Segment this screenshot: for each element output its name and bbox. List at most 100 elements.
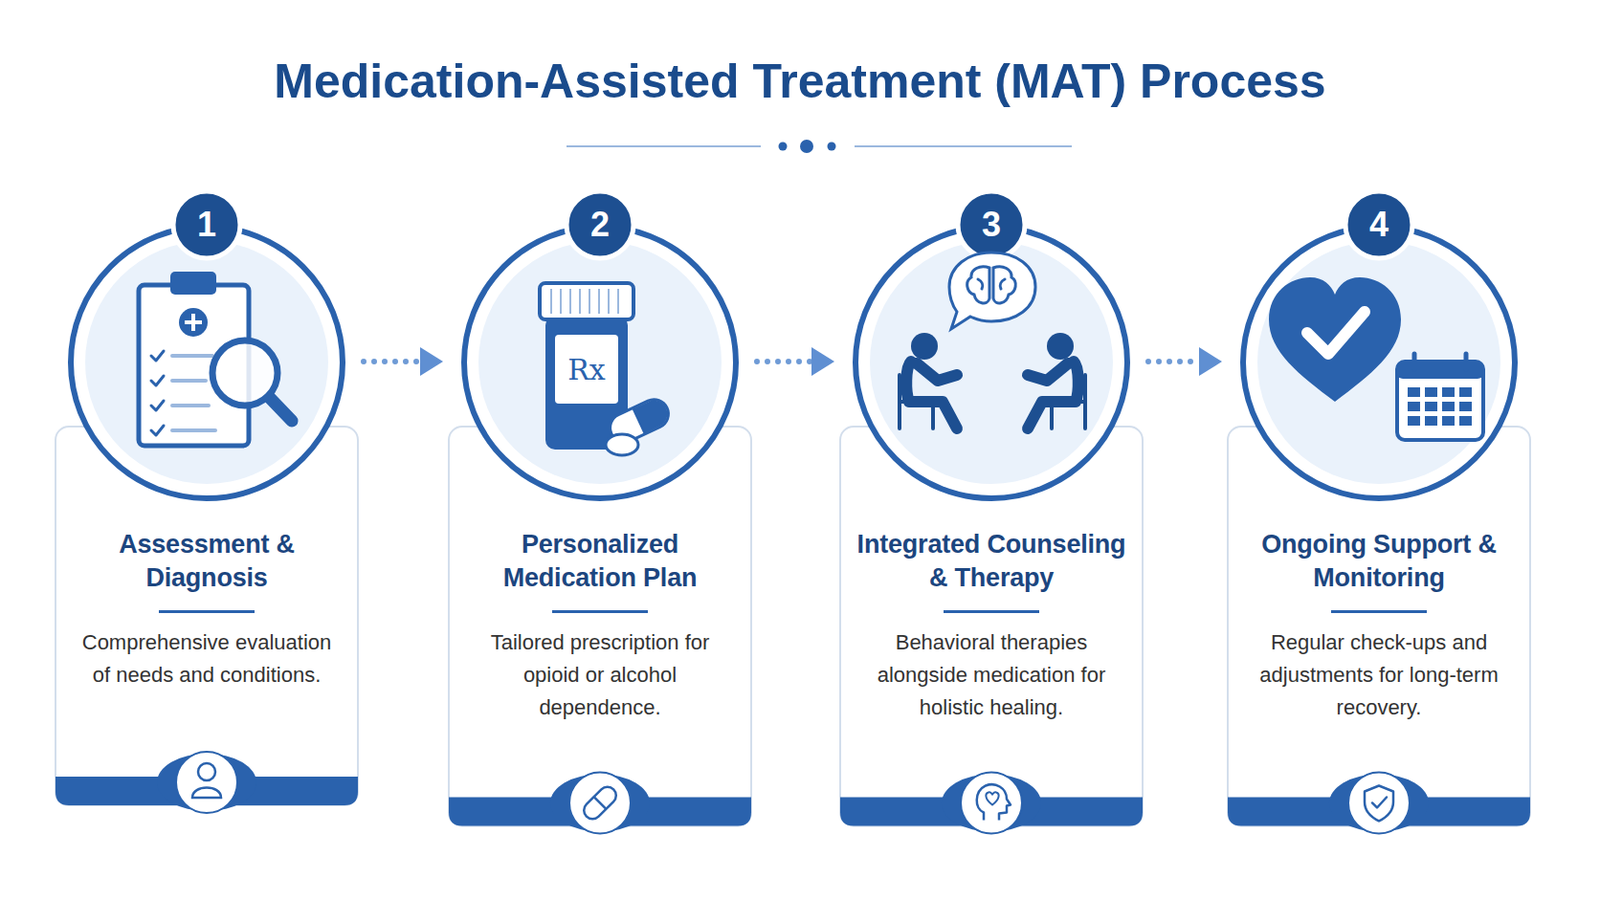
clipboard-icon-part: [184, 313, 202, 332]
icon-circle-part: [70, 226, 343, 499]
pill-bottle-icon-part-part: [559, 288, 562, 314]
flow-arrow: [1148, 358, 1200, 365]
step-card: 1Assessment & DiagnosisComprehensive eva…: [55, 186, 358, 806]
pill-bottle-icon-part-part: [569, 288, 572, 314]
prescription-symbol: Rx: [567, 353, 606, 387]
title-ornament-part: [800, 139, 814, 154]
step-description: Tailored prescription for opioid or alco…: [472, 626, 728, 725]
step-card: 3Integrated Counseling & TherapyBehavior…: [840, 186, 1143, 826]
pill-bottle-icon-part-part: [617, 288, 620, 314]
pill-bottle-icon-part-part: [607, 288, 610, 314]
counseling-icon-part: [911, 333, 938, 360]
card-footer-part: [985, 792, 999, 805]
clipboard-icon-part-part: [172, 354, 213, 358]
card-footer-part: [198, 763, 216, 781]
clipboard-icon-part-part: [172, 378, 206, 383]
card-footer-part: [1372, 797, 1387, 808]
step-description: Regular check-ups and adjustments for lo…: [1251, 626, 1507, 725]
flow-arrow: [363, 358, 421, 365]
card-footer: [448, 772, 752, 834]
icon-circle-part: [1257, 241, 1501, 485]
number-badge: [173, 191, 1413, 259]
heart-calendar-icon-part: [1464, 354, 1469, 370]
clipboard-icon-part-part: [151, 351, 164, 361]
clipboard-icon-part-part: [151, 400, 164, 411]
pill-bottle-icon-part-part: [633, 396, 672, 433]
step-heading: Integrated Counseling & Therapy: [847, 528, 1135, 596]
number-badge-part: [566, 191, 634, 259]
pill-bottle-icon-part: [551, 288, 619, 314]
counseling-icon-part: [899, 375, 934, 429]
heading-underline: [1331, 610, 1427, 614]
diagram-title: Medication-Assisted Treatment (MAT) Proc…: [0, 53, 1600, 110]
title-ornament: [566, 139, 1072, 154]
clipboard-icon-part-part: [172, 403, 209, 408]
pill-bottle-icon-part-part: [578, 288, 581, 314]
counseling-icon-part: [1051, 375, 1086, 429]
step-description: Comprehensive evaluation of needs and co…: [79, 626, 334, 692]
step-heading: Assessment & Diagnosis: [63, 528, 351, 596]
heart-calendar-icon: [1268, 277, 1484, 441]
card-footer-part: [176, 752, 238, 814]
card-footer-part: [192, 788, 222, 800]
icon-circle-part: [464, 226, 736, 499]
clipboard-icon-part: [172, 355, 216, 431]
number-badge-part: [173, 191, 241, 259]
clipboard-icon-part: [170, 271, 217, 295]
step-number: 3: [840, 203, 1143, 246]
heart-calendar-icon-part: [1412, 354, 1418, 370]
card-footer: [55, 752, 358, 814]
clipboard-icon-part: [178, 308, 208, 337]
step-heading: Ongoing Support & Monitoring: [1235, 528, 1523, 596]
step-heading: Personalized Medication Plan: [456, 528, 744, 596]
step-card: 4Ongoing Support & MonitoringRegular che…: [1227, 186, 1531, 826]
icon-circle-part: [869, 241, 1113, 485]
title-ornament-part: [827, 142, 837, 152]
card-footer-part: [960, 772, 1023, 834]
clipboard-icon-part: [269, 398, 292, 422]
number-badge-part: [1345, 191, 1413, 259]
counseling-icon: [899, 252, 1086, 429]
card-footer-part: [569, 772, 631, 834]
pill-bottle-icon-part: [539, 283, 634, 320]
card-footer-part: [1364, 785, 1394, 822]
counseling-icon-part: [967, 266, 1017, 304]
clipboard-icon-part-part: [151, 376, 164, 386]
heart-calendar-icon-part: [1268, 277, 1401, 402]
icon-circle-part: [855, 226, 1128, 499]
icon-circle-part: [478, 241, 722, 485]
clipboard-icon-part: [212, 340, 278, 406]
counseling-icon-part-part: [977, 279, 1005, 289]
counseling-icon-part: [1046, 333, 1074, 360]
icon-circle-part: [1243, 226, 1515, 499]
card-footer-part-part: [579, 783, 620, 823]
heading-underline: [158, 610, 255, 614]
heart-calendar-icon-part: [1406, 386, 1476, 430]
title-ornament-part: [778, 142, 788, 152]
clipboard-icon: [138, 271, 292, 446]
step-number: 4: [1227, 203, 1531, 246]
title-ornament-part: [854, 145, 1072, 148]
card-footer: [1227, 772, 1531, 834]
pill-bottle-icon-part: [555, 334, 619, 404]
clipboard-icon-part: [151, 351, 164, 436]
step-number: 2: [448, 203, 752, 246]
counseling-icon-part-part: [967, 266, 990, 304]
title-ornament-part: [566, 145, 761, 148]
pill-bottle-icon-part-part: [598, 288, 600, 314]
step-description: Behavioral therapies alongside medicatio…: [864, 626, 1119, 725]
clipboard-icon-part-part: [172, 428, 216, 433]
heading-underline: [552, 610, 648, 614]
icon-circle-part: [85, 241, 329, 485]
flow-arrow: [756, 358, 812, 365]
number-badge-part: [957, 191, 1025, 259]
card-footer: [840, 772, 1143, 834]
heart-calendar-icon-part: [1397, 361, 1484, 441]
card-footer-part: [1348, 772, 1410, 834]
pill-bottle-icon: [539, 283, 673, 456]
icon-circle: [70, 226, 1515, 499]
clipboard-icon-part-part: [151, 425, 164, 436]
heart-calendar-icon-part: [1397, 361, 1484, 379]
